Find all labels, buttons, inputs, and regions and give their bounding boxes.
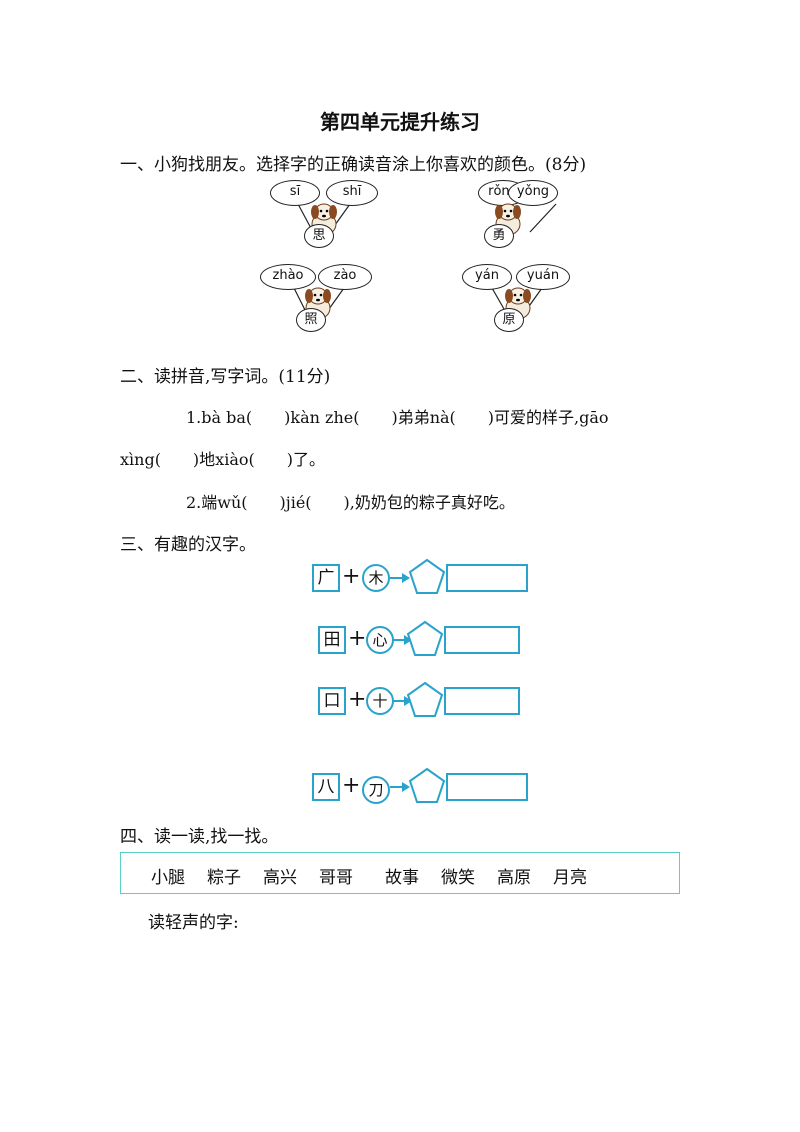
answer-box[interactable] <box>444 687 520 715</box>
pinyin-option-yuan[interactable]: yuán <box>516 264 570 290</box>
pinyin-line-1: 1.bà ba( )kàn zhe( )弟弟nà( )可爱的样子,gāo <box>186 408 609 427</box>
arrow-right-icon <box>392 696 412 706</box>
arrow-right-icon <box>392 635 412 645</box>
puppy-icon <box>505 287 531 320</box>
neutral-tone-prompt: 读轻声的字: <box>148 913 239 933</box>
character-box: 原 <box>494 308 524 332</box>
pentagon-icon <box>408 558 446 594</box>
word-item: 小腿 <box>151 868 185 888</box>
word-item: 高兴 <box>263 868 297 888</box>
pentagon-icon <box>406 681 444 717</box>
pinyin-line-2: xìng( )地xiào( )了。 <box>120 450 325 469</box>
character-box: 照 <box>296 308 326 332</box>
component-circle: 心 <box>366 626 394 654</box>
word-item: 月亮 <box>553 868 587 888</box>
section-2-heading: 二、读拼音,写字词。(11分) <box>120 367 331 387</box>
arrow-right-icon <box>390 573 410 583</box>
section-3-heading: 三、有趣的汉字。 <box>120 535 256 555</box>
pinyin-option-yong[interactable]: yǒng <box>508 180 558 206</box>
component-circle: 刀 <box>362 776 390 804</box>
radical-box: 田 <box>318 626 346 654</box>
component-circle: 木 <box>362 564 390 592</box>
answer-box[interactable] <box>446 564 528 592</box>
radical-box: 八 <box>312 773 340 801</box>
character-box: 勇 <box>484 224 514 248</box>
radical-box: 口 <box>318 687 346 715</box>
plus-sign: + <box>342 564 361 589</box>
plus-sign: + <box>342 773 361 798</box>
word-item: 粽子 <box>207 868 241 888</box>
section-4-heading: 四、读一读,找一找。 <box>120 827 279 847</box>
word-box: 小腿 粽子 高兴 哥哥 故事 微笑 高原 月亮 <box>120 852 680 894</box>
pentagon-icon <box>406 620 444 656</box>
word-item: 故事 <box>385 868 419 888</box>
pinyin-option-zao[interactable]: zào <box>318 264 372 290</box>
word-item: 哥哥 <box>319 868 353 888</box>
answer-box[interactable] <box>446 773 528 801</box>
component-circle: 十 <box>366 687 394 715</box>
answer-box[interactable] <box>444 626 520 654</box>
pinyin-line-3: 2.端wǔ( )jié( ),奶奶包的粽子真好吃。 <box>186 493 515 512</box>
section-1-heading: 一、小狗找朋友。选择字的正确读音涂上你喜欢的颜色。(8分) <box>120 155 587 175</box>
pentagon-icon <box>408 767 446 803</box>
pinyin-option-zhao[interactable]: zhào <box>260 264 316 290</box>
pinyin-option-shi[interactable]: shī <box>326 180 378 206</box>
page-title: 第四单元提升练习 <box>320 110 480 134</box>
pinyin-option-si[interactable]: sī <box>270 180 320 206</box>
arrow-right-icon <box>390 782 410 792</box>
word-item: 微笑 <box>441 868 475 888</box>
character-box: 思 <box>304 224 334 248</box>
plus-sign: + <box>348 626 367 651</box>
word-item: 高原 <box>497 868 531 888</box>
radical-box: 广 <box>312 564 340 592</box>
pinyin-option-yan[interactable]: yán <box>462 264 512 290</box>
plus-sign: + <box>348 687 367 712</box>
